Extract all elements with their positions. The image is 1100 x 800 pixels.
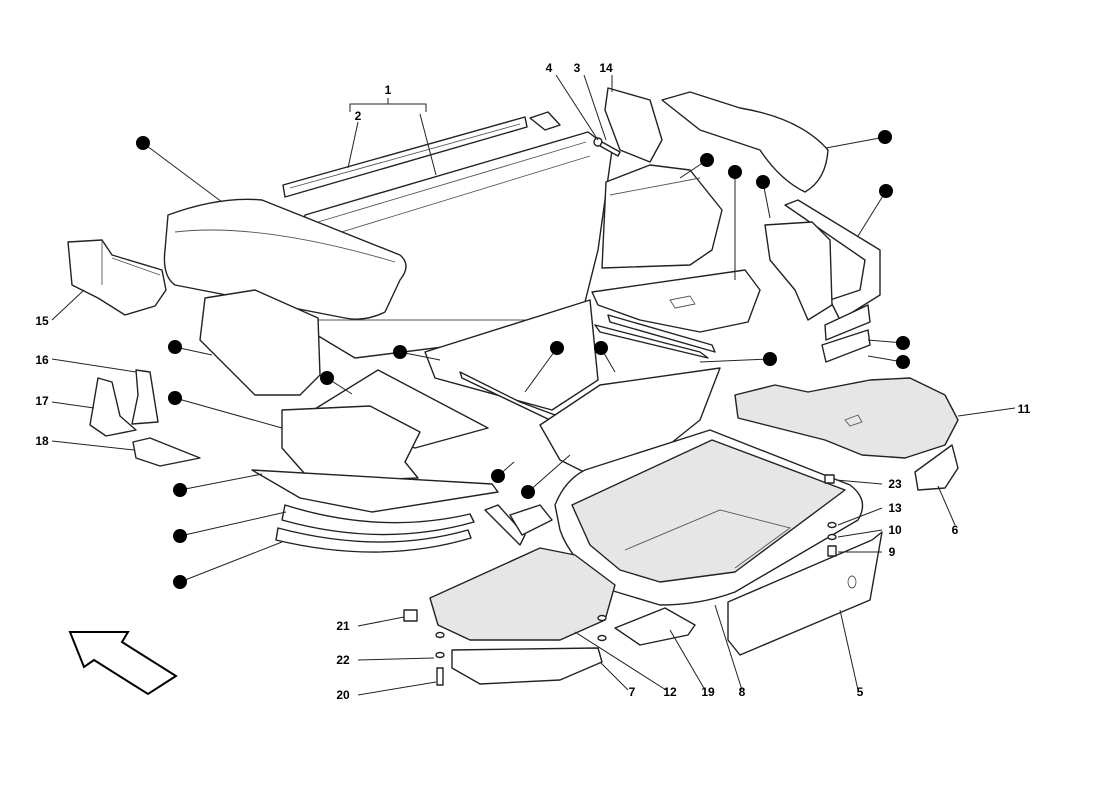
callout-19: 19 [701, 685, 715, 699]
part-strip-7 [451, 647, 603, 685]
callout-16: 16 [35, 353, 49, 367]
part-top-pad [163, 198, 407, 320]
part-front-bracket [484, 504, 553, 546]
callout-20: 20 [336, 688, 350, 702]
callout-11: 11 [1018, 402, 1031, 416]
callout-13: 13 [888, 501, 902, 515]
part-strip-6 [914, 444, 959, 491]
part-floor-board-11 [734, 377, 959, 459]
part-right-cover [601, 164, 723, 269]
item-marker [393, 345, 407, 359]
item-marker [700, 153, 714, 167]
item-marker [879, 184, 893, 198]
part-trim-strip [282, 116, 528, 198]
item-marker [491, 469, 505, 483]
item-marker [896, 336, 910, 350]
item-marker [594, 341, 608, 355]
callout-10: 10 [888, 523, 902, 537]
item-marker [168, 391, 182, 405]
callout-8: 8 [739, 685, 746, 699]
callout-17: 17 [35, 394, 49, 408]
callout-22: 22 [336, 653, 350, 667]
item-marker [728, 165, 742, 179]
callout-5: 5 [857, 685, 864, 699]
item-marker [763, 352, 777, 366]
part-right-side-liner [764, 199, 881, 363]
part-left-strip-a [251, 469, 499, 513]
callout-labels: 1 2 3 4 14 15 16 17 18 21 22 20 7 12 19 … [35, 61, 1030, 702]
part-plate-19 [614, 607, 696, 646]
part-top-right-cover [661, 91, 829, 193]
callout-21: 21 [336, 619, 350, 633]
item-marker [136, 136, 150, 150]
item-marker [521, 485, 535, 499]
part-rear-panel-5 [727, 531, 883, 656]
part-pillar-16 [131, 369, 159, 425]
part-bracket-14 [604, 87, 663, 163]
part-left-liner [281, 405, 421, 483]
item-marker [168, 340, 182, 354]
callout-3: 3 [574, 61, 581, 75]
part-pillar-17 [89, 377, 137, 437]
part-side-bracket-15 [67, 239, 167, 316]
part-center-liner [424, 299, 721, 476]
part-bolt-3-4 [593, 137, 621, 157]
item-marker [896, 355, 910, 369]
callout-14: 14 [599, 61, 613, 75]
callout-4: 4 [546, 61, 553, 75]
item-marker [173, 483, 187, 497]
item-markers [136, 130, 910, 589]
fasteners [435, 474, 837, 686]
front-direction-arrow-icon [68, 631, 178, 696]
item-marker [320, 371, 334, 385]
part-right-floor-panel [591, 269, 761, 359]
item-marker [550, 341, 564, 355]
item-marker [173, 575, 187, 589]
part-clip-18 [132, 437, 201, 467]
callout-7: 7 [629, 685, 636, 699]
part-left-strip-c [275, 527, 472, 553]
callout-12: 12 [663, 685, 677, 699]
item-marker [173, 529, 187, 543]
callout-23: 23 [888, 477, 902, 491]
part-trunk-tub-8 [554, 429, 864, 606]
callout-1: 1 [385, 83, 392, 97]
callout-9: 9 [889, 545, 896, 559]
item-marker [756, 175, 770, 189]
part-left-inner-panel [199, 289, 321, 396]
callout-18: 18 [35, 434, 49, 448]
callout-15: 15 [35, 314, 49, 328]
callout-6: 6 [952, 523, 959, 537]
part-left-strip-b [281, 504, 475, 536]
item-marker [878, 130, 892, 144]
callout-2: 2 [355, 109, 362, 123]
part-clip-21 [403, 609, 418, 622]
